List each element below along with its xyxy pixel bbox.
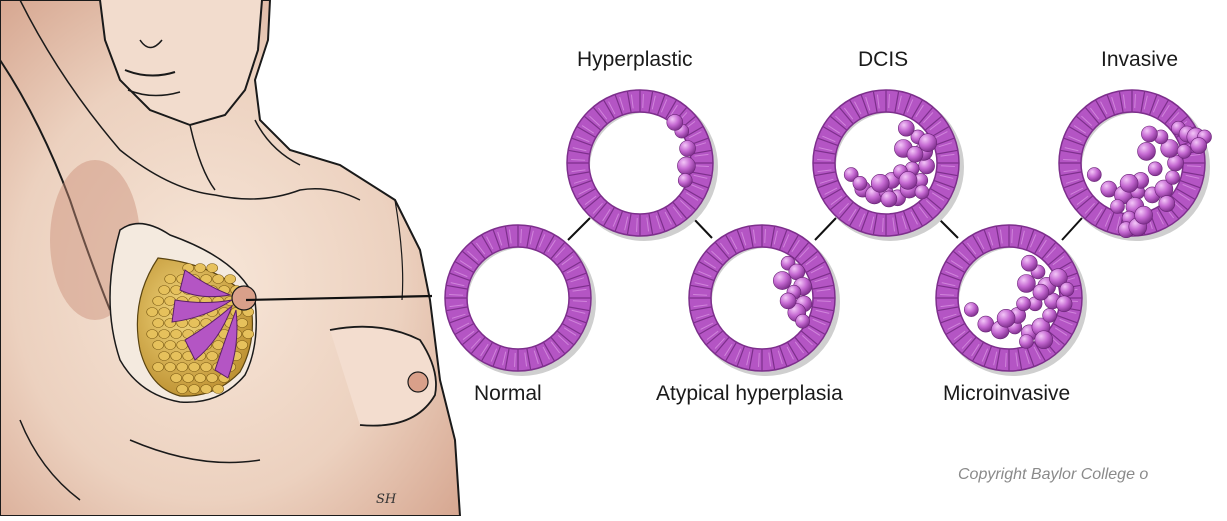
tumor-cell xyxy=(796,314,810,328)
tumor-cell xyxy=(919,158,935,174)
connector-microinvasive-invasive xyxy=(1062,218,1082,240)
fat-lobule xyxy=(237,341,248,350)
fat-lobule xyxy=(201,363,212,372)
fat-lobule xyxy=(153,319,164,328)
tumor-cell xyxy=(919,134,937,152)
tumor-cell xyxy=(677,157,695,175)
tumor-cell xyxy=(881,191,897,207)
fat-lobule xyxy=(159,330,170,339)
tumor-cell xyxy=(1191,138,1207,154)
torso-figure xyxy=(0,0,460,516)
fat-lobule xyxy=(189,363,200,372)
fat-lobule xyxy=(207,264,218,273)
fat-lobule xyxy=(195,374,206,383)
tumor-cell xyxy=(1021,255,1037,271)
artist-signature: SH xyxy=(376,492,397,507)
tumor-cell xyxy=(899,171,917,189)
fat-lobule xyxy=(159,352,170,361)
fat-lobule xyxy=(165,341,176,350)
fat-lobule xyxy=(165,363,176,372)
fat-lobule xyxy=(147,330,158,339)
fat-lobule xyxy=(189,385,200,394)
fat-lobule xyxy=(213,385,224,394)
fat-lobule xyxy=(177,363,188,372)
duct-ring-atypical xyxy=(689,225,835,371)
label-atypical-hyperplasia: Atypical hyperplasia xyxy=(656,382,843,406)
tumor-cell xyxy=(915,185,929,199)
tumor-cell xyxy=(1120,174,1138,192)
tumor-cell xyxy=(1035,331,1053,349)
tumor-cell xyxy=(1138,142,1156,160)
fat-lobule xyxy=(165,275,176,284)
fat-lobule xyxy=(189,319,200,328)
label-dcis: DCIS xyxy=(858,48,908,72)
tumor-cell xyxy=(1043,308,1057,322)
fat-lobule xyxy=(153,297,164,306)
fat-lobule xyxy=(225,275,236,284)
fat-lobule xyxy=(207,352,218,361)
fat-lobule xyxy=(237,319,248,328)
fat-lobule xyxy=(201,385,212,394)
fat-lobule xyxy=(147,308,158,317)
fat-lobule xyxy=(171,330,182,339)
duct-ring-normal xyxy=(445,225,591,371)
tumor-cell xyxy=(678,173,692,187)
tumor-cell xyxy=(1017,297,1031,311)
tumor-cell xyxy=(1166,171,1180,185)
tumor-cell xyxy=(907,146,923,162)
tumor-cell xyxy=(1033,284,1049,300)
tumor-cell xyxy=(1111,200,1125,214)
connector-normal-hyperplastic xyxy=(568,218,590,240)
connector-dcis-microinvasive xyxy=(938,218,958,238)
fat-lobule xyxy=(213,275,224,284)
tumor-cell xyxy=(667,114,683,130)
tumor-cell xyxy=(964,303,978,317)
tumor-cell xyxy=(1017,275,1035,293)
tumor-cell xyxy=(898,120,914,136)
tumor-cell xyxy=(1159,196,1175,212)
tumor-cell xyxy=(780,293,796,309)
label-microinvasive: Microinvasive xyxy=(943,382,1070,406)
tumor-cell xyxy=(997,309,1015,327)
label-invasive: Invasive xyxy=(1101,48,1178,72)
fat-lobule xyxy=(207,374,218,383)
fat-lobule xyxy=(243,330,254,339)
tumor-cell xyxy=(1135,206,1153,224)
tumor-cell xyxy=(1060,282,1074,296)
fat-lobule xyxy=(195,264,206,273)
fat-lobule xyxy=(153,341,164,350)
tumor-cell xyxy=(1141,126,1157,142)
duct-ring-dcis xyxy=(813,90,959,236)
tumor-cell xyxy=(853,176,867,190)
tumor-cell xyxy=(871,174,889,192)
label-normal: Normal xyxy=(474,382,542,406)
tumor-cell xyxy=(1148,162,1162,176)
copyright-notice: Copyright Baylor College o xyxy=(958,466,1148,484)
tumor-cell xyxy=(1056,296,1072,312)
fat-lobule xyxy=(153,363,164,372)
label-hyperplastic: Hyperplastic xyxy=(577,48,693,72)
tumor-cell xyxy=(773,272,791,290)
tumor-cell xyxy=(1177,144,1191,158)
fat-lobule xyxy=(171,352,182,361)
fat-lobule xyxy=(177,385,188,394)
connector-atypical-dcis xyxy=(815,218,836,240)
fat-lobule xyxy=(183,374,194,383)
fat-lobule xyxy=(159,286,170,295)
tumor-cell xyxy=(680,141,696,157)
fat-lobule xyxy=(159,308,170,317)
tumor-cell xyxy=(1087,168,1101,182)
nipple xyxy=(232,286,256,310)
fat-lobule xyxy=(171,374,182,383)
tumor-cell xyxy=(1019,335,1033,349)
